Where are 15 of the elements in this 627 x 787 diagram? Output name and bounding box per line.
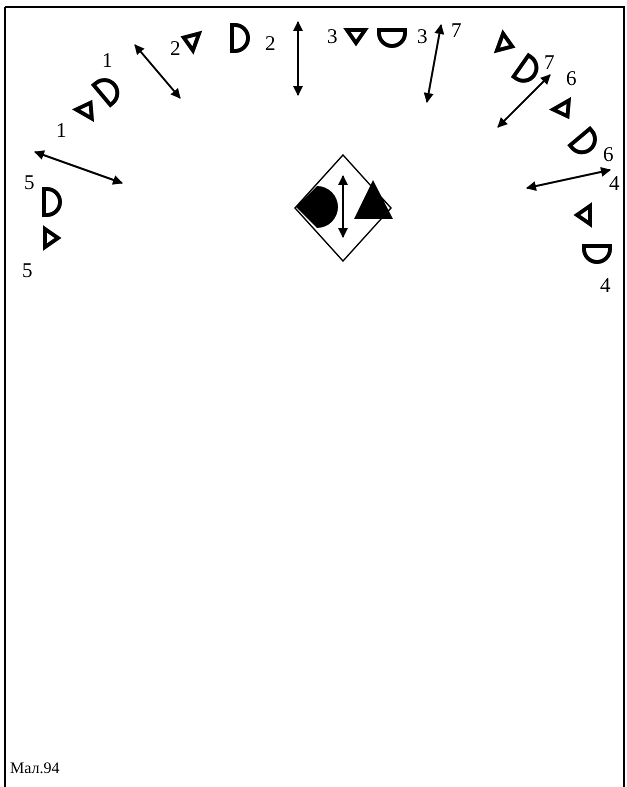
figure-number: 4 [609,173,620,194]
figure-number: 6 [603,144,614,165]
figure-number: 5 [22,260,32,281]
figure-number: 3 [417,26,428,47]
figure-number: 6 [566,68,576,89]
figure-number: 7 [544,52,554,73]
figure-number: 4 [600,275,610,296]
figure-caption: Мал.94 [10,760,60,778]
figure-number: 1 [56,120,66,141]
figure-number: 2 [170,38,180,59]
figure-number: 7 [451,20,462,41]
figure-number: 1 [102,50,112,71]
figure-number: 2 [265,33,276,54]
figure-number: 3 [327,26,338,47]
figure-number: 5 [24,172,34,193]
